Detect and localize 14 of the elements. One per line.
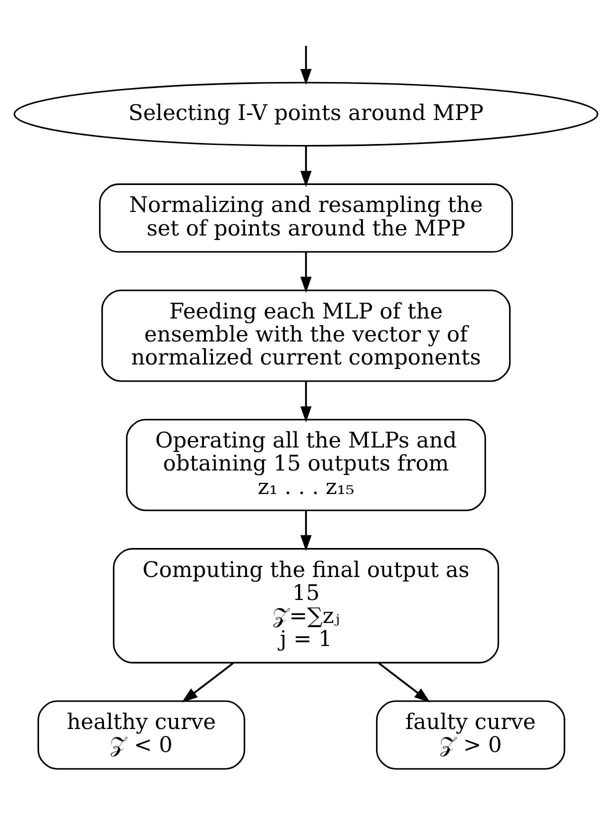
node-box: Feeding each MLP of the ensemble with the vector y of normalized current components [101,290,511,382]
arrow [300,381,312,422]
arrow [182,662,234,703]
node-box: healthy curve 𝒵 < 0 [38,700,246,770]
node-ellipse: Selecting I-V points around MPP [14,82,598,146]
node-box: Normalizing and resampling the set of points around the MPP [99,183,513,253]
node-box: Operating all the MLPs and obtaining 15 outputs from z₁ . . . z₁₅ [126,418,486,512]
arrow [300,46,312,86]
arrow [300,510,312,552]
arrow [300,252,312,293]
node-box: Computing the final output as 15 𝒵=∑zⱼ j = 1 [112,548,500,664]
arrow [300,146,312,187]
arrow [378,662,430,703]
node-box: faulty curve 𝒵 > 0 [376,700,566,770]
